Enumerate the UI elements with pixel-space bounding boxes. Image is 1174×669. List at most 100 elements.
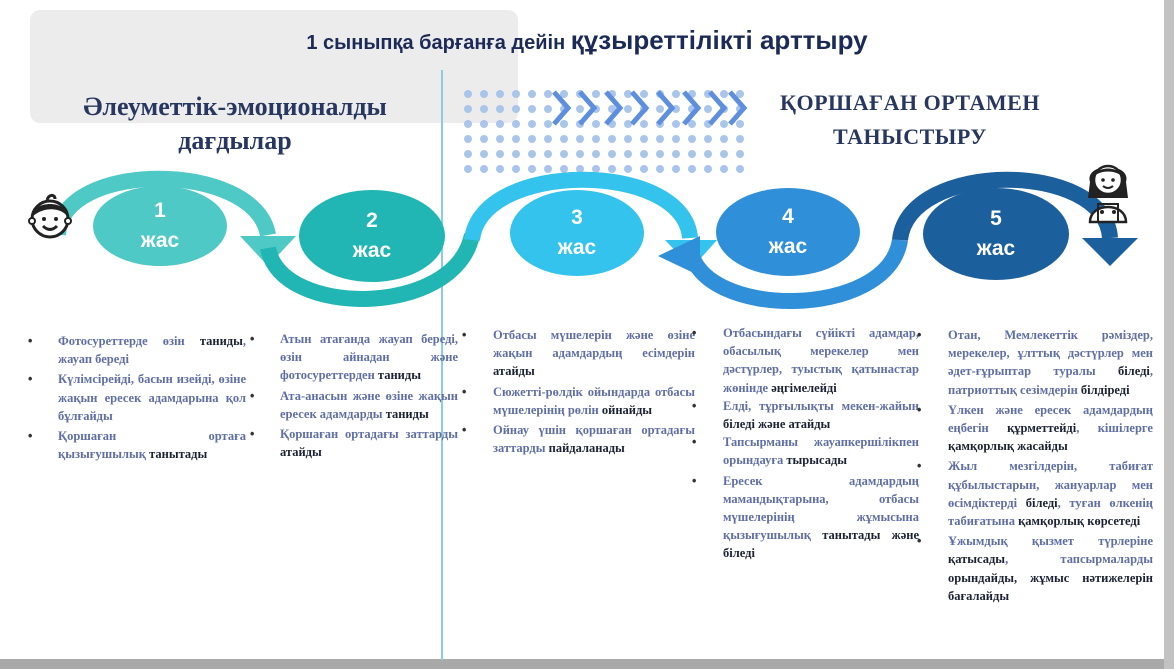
- list-item: Қоршаған ортаға қызығушылық танытады: [28, 427, 246, 463]
- dot: [656, 165, 664, 173]
- dot: [672, 150, 680, 158]
- dot: [704, 135, 712, 143]
- list-item: Сюжетті-рөлдік ойындарда отбасы мүшелері…: [462, 383, 695, 419]
- dot: [576, 105, 584, 113]
- right-shadow: [1164, 0, 1174, 669]
- social-emotional-heading: Әлеуметтік-эмоционалды дағдылар: [40, 90, 430, 158]
- dot: [640, 120, 648, 128]
- dot: [496, 90, 504, 98]
- dot: [512, 120, 520, 128]
- age-5-skills: Отан, Мемлекеттік рәміздер, мерекелер, ұ…: [917, 326, 1153, 605]
- dot: [528, 165, 536, 173]
- dot: [544, 120, 552, 128]
- title-part-2: құзыреттілікті арттыру: [570, 25, 868, 55]
- dot: [560, 120, 568, 128]
- dot: [720, 90, 728, 98]
- environment-heading: ҚОРШАҒАН ОРТАМЕН ТАНЫСТЫРУ: [760, 86, 1060, 154]
- arrowhead-5: [1082, 238, 1138, 266]
- right-heading-line-1: ҚОРШАҒАН ОРТАМЕН: [780, 90, 1040, 115]
- dot: [656, 135, 664, 143]
- age-2-number: 2: [366, 209, 378, 232]
- right-heading-line-2: ТАНЫСТЫРУ: [833, 124, 987, 149]
- dot: [496, 150, 504, 158]
- list-item: Қоршаған ортадағы заттарды атайды: [250, 425, 458, 461]
- dot: [624, 150, 632, 158]
- dot: [528, 105, 536, 113]
- dot: [464, 165, 472, 173]
- list-item: Фотосуреттерде өзін таниды, жауап береді: [28, 332, 246, 368]
- dot: [624, 135, 632, 143]
- arrowhead-4: [658, 236, 700, 276]
- age-4-label: жас: [768, 235, 808, 258]
- page-title: 1 сыныпқа барғанға дейін құзыреттілікті …: [0, 25, 1174, 56]
- list-item: Ұжымдық қызмет түрлеріне қатысады, тапсы…: [917, 532, 1153, 605]
- dot: [592, 150, 600, 158]
- age-3-label: жас: [557, 236, 597, 259]
- age-1-skills: Фотосуреттерде өзін таниды, жауап береді…: [28, 332, 246, 463]
- dot: [528, 135, 536, 143]
- age-2-circle: 2 жас: [299, 190, 445, 282]
- title-background: [30, 10, 518, 123]
- dot: [544, 105, 552, 113]
- dot: [592, 120, 600, 128]
- dot: [736, 150, 744, 158]
- dot: [512, 150, 520, 158]
- dot: [720, 135, 728, 143]
- dot: [672, 90, 680, 98]
- dot: [480, 90, 488, 98]
- dot: [736, 135, 744, 143]
- dot: [640, 135, 648, 143]
- dot: [560, 90, 568, 98]
- dot: [704, 150, 712, 158]
- dot: [720, 165, 728, 173]
- list-item: Отан, Мемлекеттік рәміздер, мерекелер, ұ…: [917, 326, 1153, 399]
- dot: [592, 90, 600, 98]
- age-4-circle: 4 жас: [716, 188, 860, 276]
- dot: [688, 165, 696, 173]
- age-1-label: жас: [140, 229, 180, 252]
- dot: [656, 150, 664, 158]
- dot: [640, 150, 648, 158]
- age-1-circle: 1 жас: [93, 186, 227, 266]
- dot: [592, 165, 600, 173]
- dot: [528, 150, 536, 158]
- arc-1: [50, 170, 276, 238]
- dot: [528, 90, 536, 98]
- dot: [528, 120, 536, 128]
- dot: [720, 120, 728, 128]
- dot: [688, 150, 696, 158]
- list-item: Ата-анасын және өзіне жақын ересек адамд…: [250, 387, 458, 423]
- dot: [544, 90, 552, 98]
- dot: [544, 165, 552, 173]
- dot: [624, 105, 632, 113]
- dot: [560, 165, 568, 173]
- dot: [464, 150, 472, 158]
- dot: [576, 135, 584, 143]
- dot: [576, 165, 584, 173]
- age-4-skills: Отбасындағы сүйікті адамдар, обасылық ме…: [692, 324, 919, 563]
- dot: [624, 120, 632, 128]
- dot: [688, 135, 696, 143]
- title-part-1: 1 сыныпқа барғанға дейін: [306, 32, 571, 54]
- dot: [736, 90, 744, 98]
- age-3-skills: Отбасы мүшелерін және өзіне жақын адамда…: [462, 326, 695, 457]
- list-item: Атын атағанда жауап береді, өзін айнадан…: [250, 330, 458, 385]
- dot: [464, 90, 472, 98]
- dot: [672, 120, 680, 128]
- arc-4: [682, 238, 908, 309]
- dot: [672, 135, 680, 143]
- dot: [704, 165, 712, 173]
- list-item: Ересек адамдардың мамандықтарына, отбасы…: [692, 472, 919, 563]
- list-item: Отбасындағы сүйікті адамдар, обасылық ме…: [692, 324, 919, 397]
- bottom-shadow: [0, 659, 1174, 669]
- list-item: Ойнау үшін қоршаған ортадағы заттарды па…: [462, 421, 695, 457]
- dot: [512, 135, 520, 143]
- dot: [480, 150, 488, 158]
- list-item: Үлкен және ересек адамдардың еңбегін құр…: [917, 401, 1153, 456]
- dot: [640, 165, 648, 173]
- list-item: Күлімсірейді, басын изейді, өзіне жақын …: [28, 370, 246, 425]
- dot: [496, 120, 504, 128]
- age-2-skills: Атын атағанда жауап береді, өзін айнадан…: [250, 330, 458, 461]
- girl-icon: [1088, 164, 1128, 224]
- dot: [480, 135, 488, 143]
